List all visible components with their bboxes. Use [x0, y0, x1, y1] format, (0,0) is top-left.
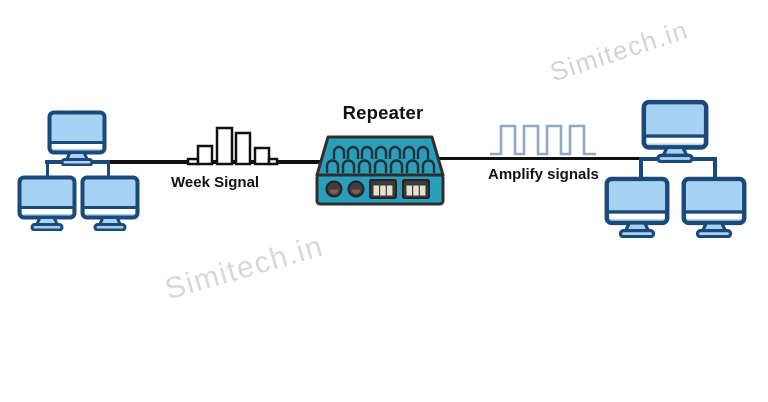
computer-icon — [80, 175, 140, 231]
computer-icon — [681, 176, 747, 238]
left-cluster-drop-line — [45, 160, 49, 178]
repeater-title: Repeater — [342, 102, 424, 123]
left-cluster-drop-line — [106, 160, 110, 178]
vent-slots-icon — [325, 159, 436, 173]
weak-signal-waveform — [186, 126, 279, 166]
watermark-text: Simitech.in — [161, 229, 328, 307]
weak-signal-label: Week Signal — [171, 174, 260, 191]
knob-icon — [325, 180, 343, 198]
amplified-signal-label: Amplify signals — [488, 166, 599, 183]
vent-slots-icon — [332, 145, 430, 159]
computer-icon — [641, 99, 709, 163]
port-block-icon — [402, 179, 430, 199]
computer-icon — [17, 175, 77, 231]
port-block-icon — [369, 179, 397, 199]
repeater-device-icon — [315, 135, 445, 206]
computer-icon — [604, 176, 670, 238]
connection-line-right — [434, 156, 642, 160]
computer-icon — [47, 110, 107, 166]
knob-icon — [347, 180, 365, 198]
right-cluster-drop-line — [713, 157, 717, 178]
right-cluster-drop-line — [639, 157, 643, 178]
watermark-text: Simitech.in — [546, 14, 693, 88]
amplified-signal-waveform — [490, 124, 596, 156]
